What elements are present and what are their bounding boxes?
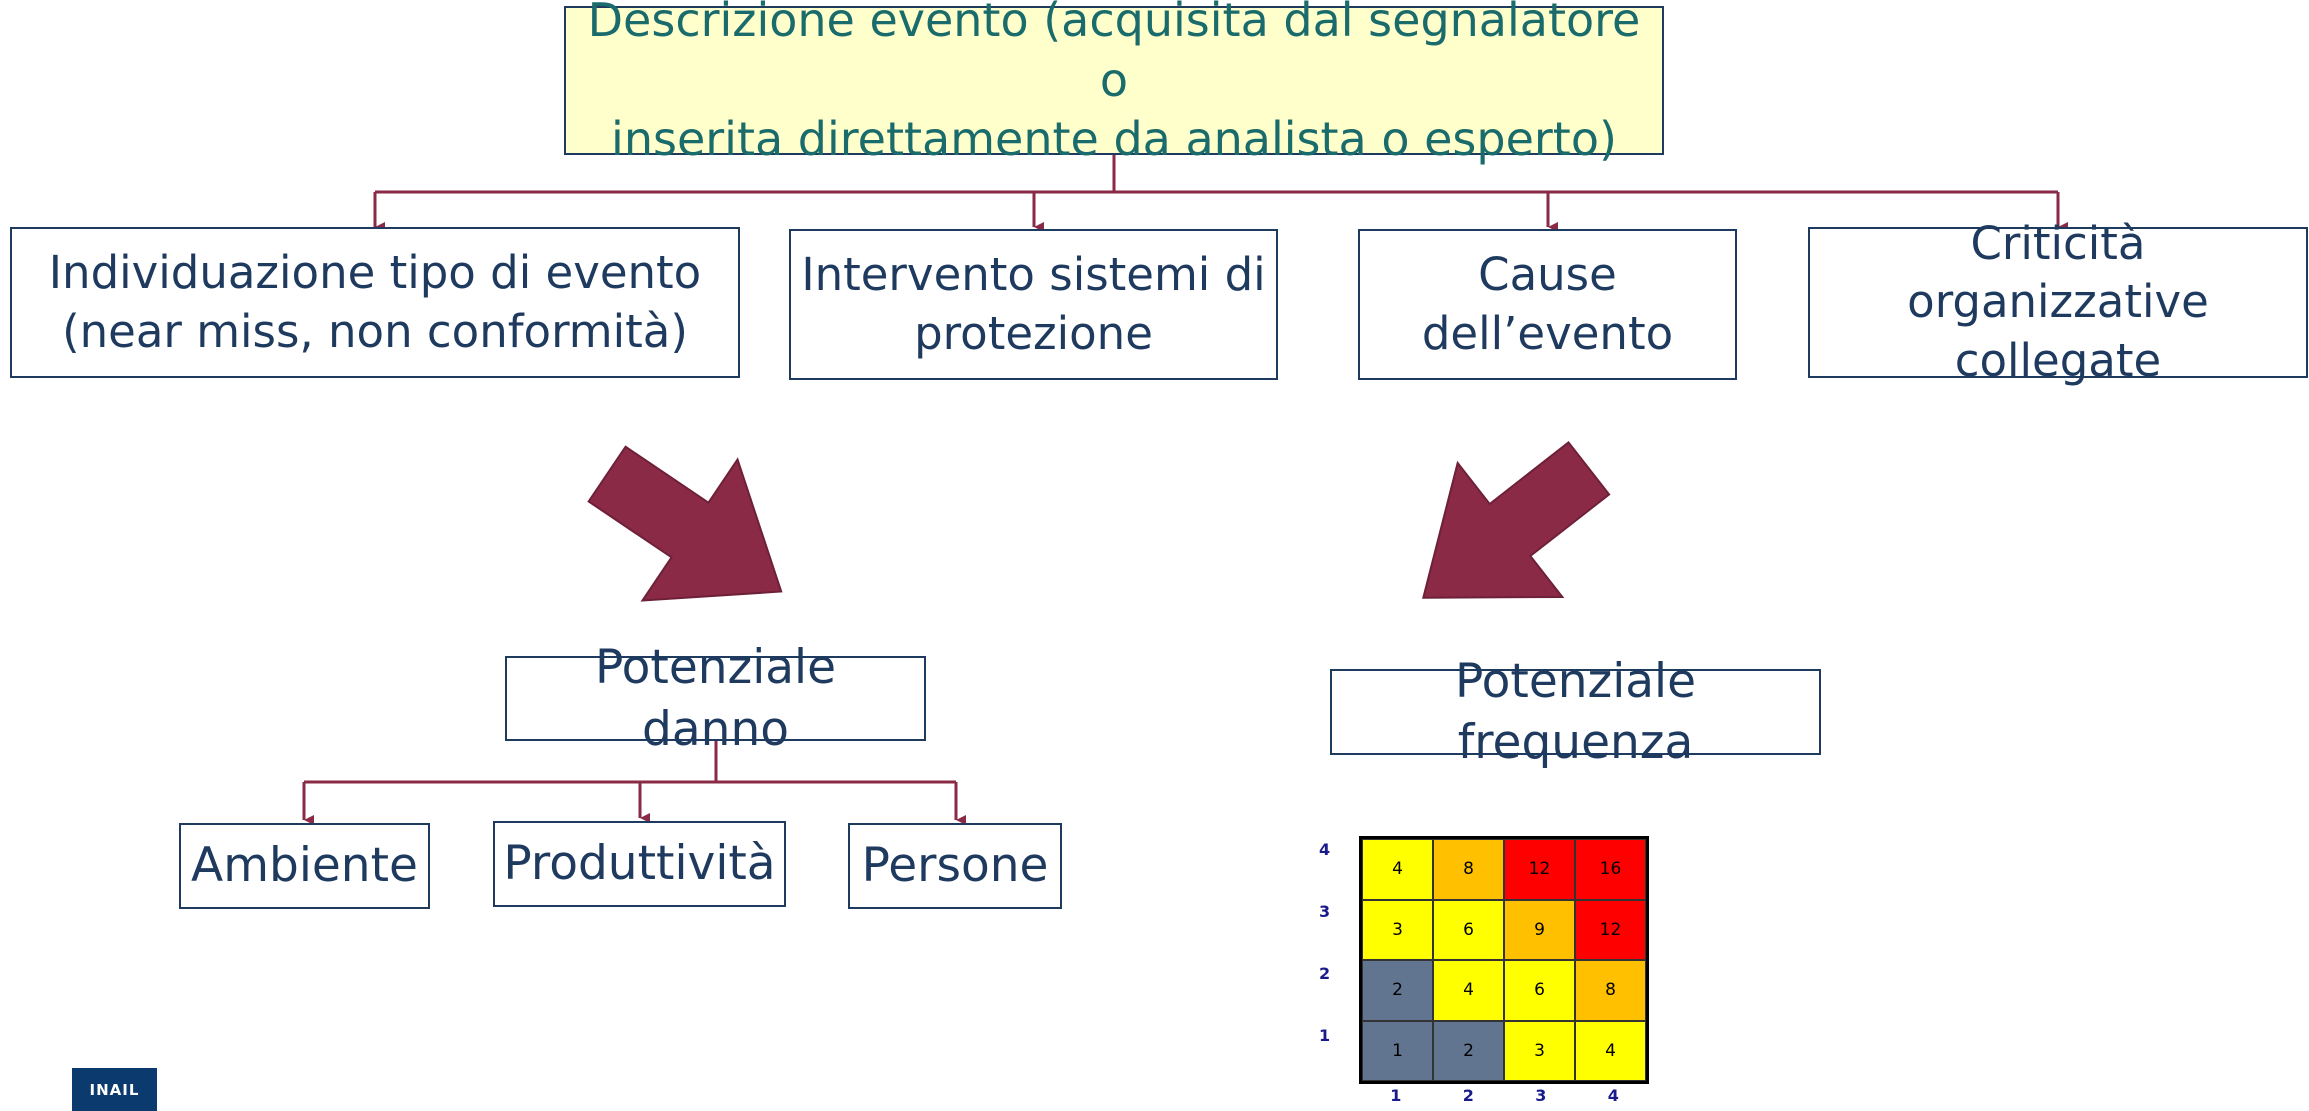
- risk-cell: 6: [1504, 960, 1575, 1021]
- risk-cell: 8: [1433, 839, 1504, 900]
- risk-row-label: 2: [1319, 964, 1331, 983]
- risk-cell: 9: [1504, 899, 1575, 960]
- category-sistemi-protezione-box: Intervento sistemi di protezione: [789, 229, 1278, 380]
- risk-col-label: 4: [1607, 1086, 1619, 1105]
- category-cause-evento-box: Cause dell’evento: [1358, 229, 1737, 380]
- big-arrow-left: [587, 445, 783, 602]
- risk-cell: 12: [1504, 839, 1575, 900]
- danno-persone-box: Persone: [848, 823, 1062, 909]
- risk-cell: 16: [1575, 839, 1646, 900]
- risk-cell: 6: [1433, 899, 1504, 960]
- risk-cell: 12: [1575, 899, 1646, 960]
- big-arrow-right: [1422, 441, 1611, 599]
- risk-cell: 8: [1575, 960, 1646, 1021]
- risk-cell: 2: [1362, 960, 1433, 1021]
- risk-cell: 4: [1575, 1020, 1646, 1081]
- potenziale-danno-box: Potenziale danno: [505, 640, 926, 757]
- risk-cell: 1: [1362, 1020, 1433, 1081]
- risk-row-label: 4: [1319, 840, 1331, 859]
- inail-logo: INAIL: [72, 1068, 157, 1111]
- risk-col-label: 2: [1462, 1086, 1474, 1105]
- category-criticita-box: Criticità organizzative collegate: [1808, 217, 2308, 387]
- risk-row-label: 3: [1319, 902, 1331, 921]
- risk-col-label: 3: [1535, 1086, 1547, 1105]
- risk-cell: 2: [1433, 1020, 1504, 1081]
- risk-col-label: 1: [1390, 1086, 1402, 1105]
- potenziale-frequenza-box: Potenziale frequenza: [1330, 654, 1821, 770]
- danno-produttivita-box: Produttività: [493, 821, 786, 907]
- risk-cell: 4: [1433, 960, 1504, 1021]
- risk-cell: 3: [1504, 1020, 1575, 1081]
- event-description-box: Descrizione evento (acquisita dal segnal…: [564, 0, 1664, 166]
- risk-row-label: 1: [1319, 1026, 1331, 1045]
- risk-cell: 4: [1362, 839, 1433, 900]
- risk-cell: 3: [1362, 899, 1433, 960]
- category-tipo-evento-box: Individuazione tipo di evento (near miss…: [10, 227, 740, 378]
- danno-ambiente-box: Ambiente: [179, 823, 430, 909]
